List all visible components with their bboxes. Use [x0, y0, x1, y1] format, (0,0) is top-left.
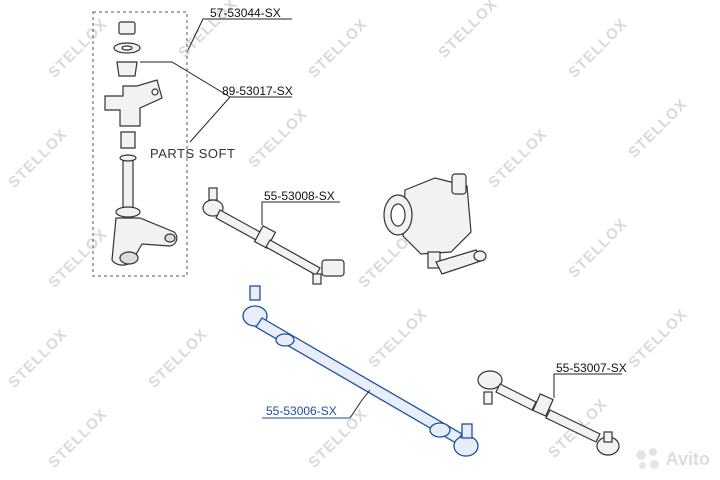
adjuster-tube-part: [265, 239, 321, 276]
label-tie-rod-left: 55-53008-SX: [264, 189, 335, 203]
outer-stud-right-part: [603, 431, 613, 443]
inner-stud-part: [483, 391, 493, 405]
bracket-part: [104, 79, 163, 127]
idler-arm-eye-2: [164, 233, 176, 243]
leader-line-center-link: [349, 389, 371, 419]
avito-wordmark: Avito: [665, 448, 710, 469]
inner-rod-part: [495, 383, 537, 411]
leader-line-tie-rod-right: [553, 373, 622, 398]
shaft-collar: [115, 206, 141, 218]
center-link-sleeve-2: [429, 422, 451, 438]
center-link-stud-right: [461, 423, 473, 439]
input-shaft: [451, 173, 467, 195]
steering-gearbox-drawing: [383, 173, 487, 275]
idler-shaft: [122, 157, 134, 209]
bracket-bolt-hole: [151, 88, 159, 96]
outer-joint-part: [321, 259, 345, 277]
tie-rod-right-drawing: [477, 370, 620, 456]
kit-boundary-box: [92, 11, 188, 277]
leader-line-bracket-kit: [187, 18, 292, 51]
idler-arm-eye: [119, 251, 139, 265]
label-bushing-kit: 89-53017-SX: [222, 84, 293, 98]
label-center-link: 55-53006-SX: [266, 404, 337, 418]
upper-bushing-part: [116, 61, 138, 77]
idler-arm-assembly: [104, 21, 178, 266]
label-tie-rod-right: 55-53007-SX: [556, 361, 627, 375]
nut-part: [118, 21, 136, 35]
pitman-arm-eye: [473, 250, 487, 262]
ball-joint-part: [202, 199, 224, 217]
center-link-drawing: [242, 285, 479, 457]
outer-stud-part: [312, 273, 322, 285]
shaft-top: [119, 154, 137, 162]
washer-hole: [121, 45, 133, 51]
label-bracket-kit: 57-53044-SX: [210, 6, 281, 20]
avito-logo: Avito: [635, 448, 710, 470]
tie-rod-left-drawing: [202, 187, 345, 285]
inner-joint-part: [477, 370, 503, 390]
center-link-sleeve: [275, 333, 295, 347]
rod-end-part: [215, 209, 261, 241]
right-clamp-part: [532, 393, 554, 417]
gearbox-housing: [402, 177, 472, 255]
lower-bushing-part: [120, 131, 136, 149]
leader-line-bushing-kit-2: [140, 61, 231, 98]
right-tube-part: [545, 409, 601, 443]
avito-dots-icon: [635, 448, 660, 470]
parts-soft-overlay: PARTS SOFT: [150, 146, 236, 161]
leader-line-tie-rod-left: [261, 201, 340, 225]
gearbox-port: [390, 203, 406, 227]
stud-part: [208, 187, 218, 201]
center-link-stud-left: [249, 285, 261, 301]
leader-line-bushing-kit-1: [189, 96, 292, 143]
center-link-joint-right: [453, 435, 479, 457]
